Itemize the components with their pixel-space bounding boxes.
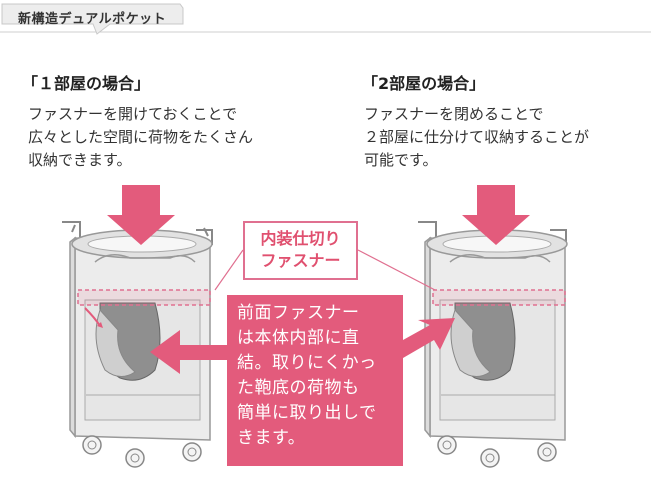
left-callout-arrow [150,330,228,374]
left-description: ファスナーを開けておくことで 広々とした空間に荷物をたくさん 収納できます。 [28,105,254,169]
right-heading: 「2部屋の場合」 [362,74,486,93]
right-callout-arrow [403,318,455,358]
left-suitcase [62,221,213,468]
tab-title: 新構造デュアルポケット [18,12,167,27]
divider-zipper-label: 内装仕切り ファスナー [243,221,358,280]
left-down-arrow [107,185,175,245]
tab-bar [0,3,651,35]
left-heading: 「１部屋の場合」 [22,74,151,93]
tab-bar-area: 新構造デュアルポケット [0,0,651,34]
right-down-arrow [462,185,530,245]
front-zipper-callout: 前面ファスナー は本体内部に直 結。取りにくかっ た鞄底の荷物も 簡単に取り出し… [227,295,403,466]
label-connector-lines [214,249,436,291]
right-description: ファスナーを閉めることで ２部屋に仕分けて収納することが 可能です。 [364,105,590,169]
